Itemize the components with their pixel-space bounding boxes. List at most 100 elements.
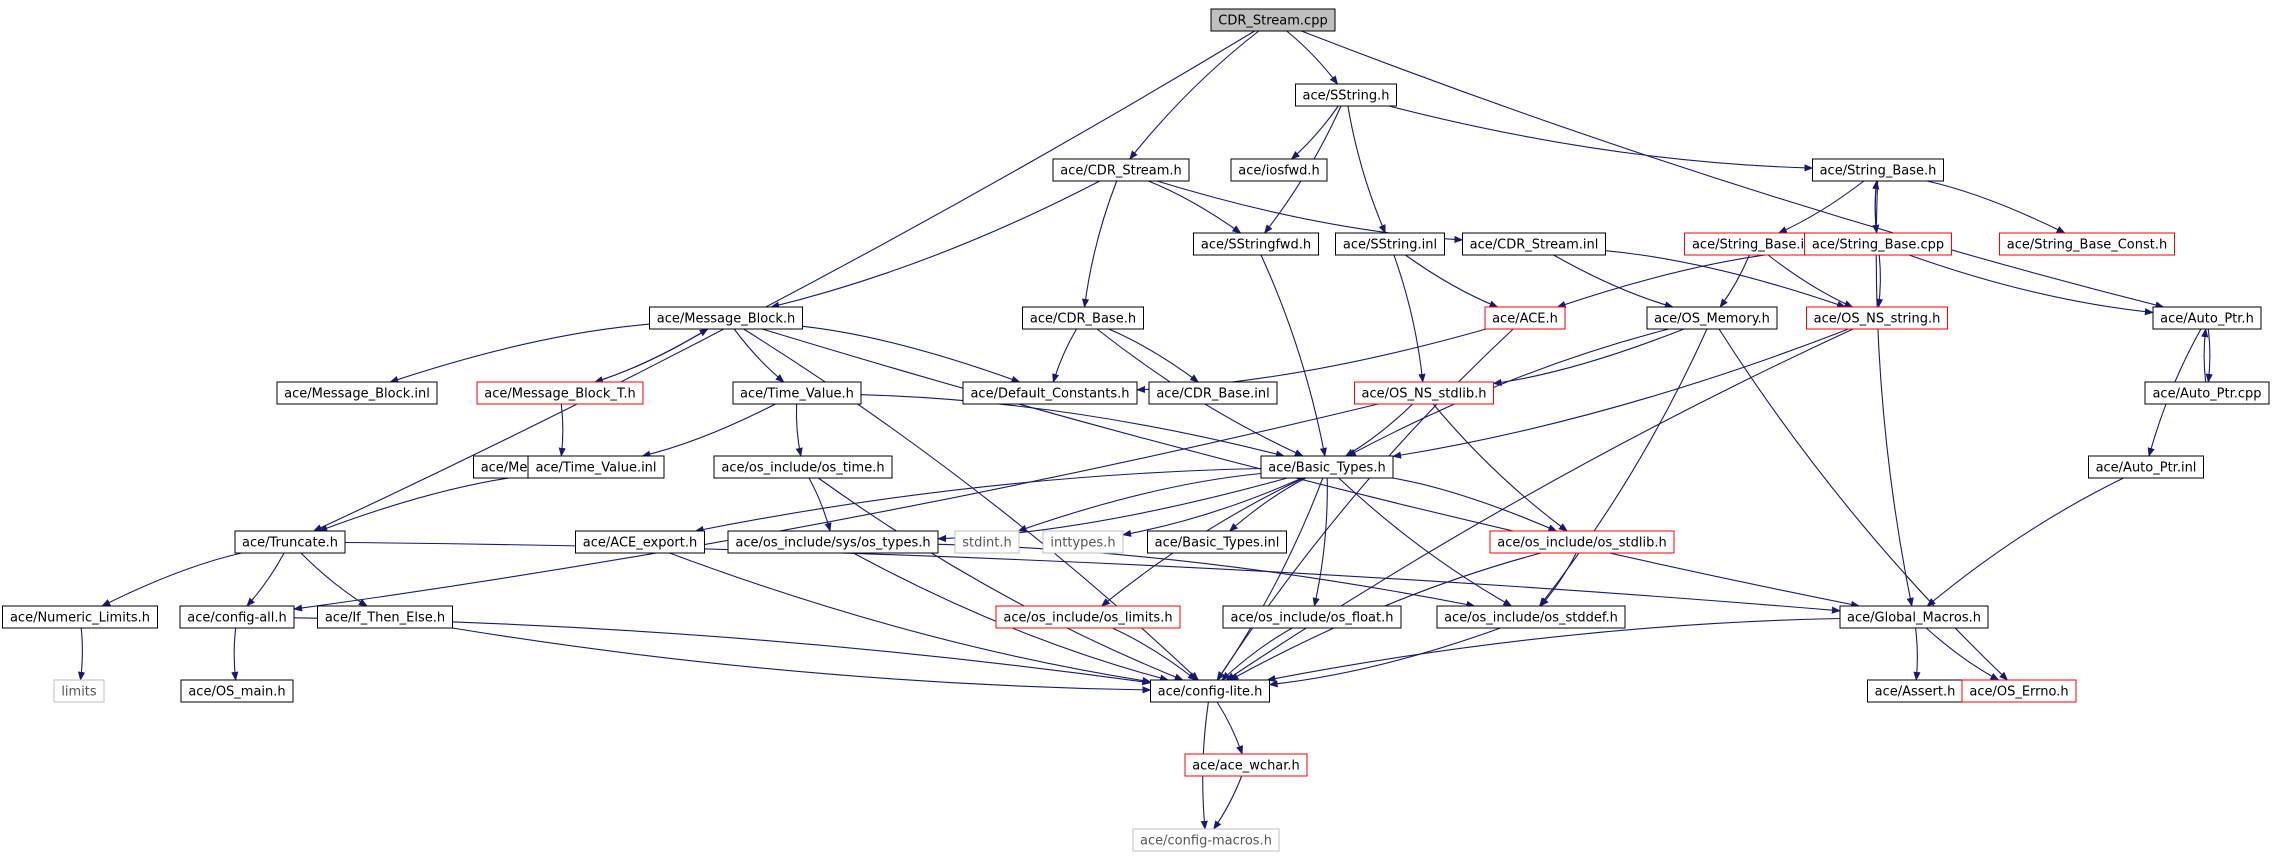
- node-sstring-inl[interactable]: ace/SString.inl: [1335, 232, 1445, 256]
- node-os-limits-h[interactable]: ace/os_include/os_limits.h: [995, 605, 1181, 629]
- node-string-base-cpp[interactable]: ace/String_Base.cpp: [1804, 232, 1952, 256]
- node-string-base-const-h[interactable]: ace/String_Base_Const.h: [1999, 232, 2175, 256]
- node-stdint-h: stdint.h: [954, 530, 1020, 554]
- node-default-constants-h[interactable]: ace/Default_Constants.h: [962, 381, 1138, 405]
- edge-sstringfwd_h-to-basic_types_h: [1260, 254, 1327, 457]
- node-label: ace/iosfwd.h: [1238, 164, 1319, 179]
- node-label: ace/SString.inl: [1343, 238, 1437, 253]
- edge-string_base_h-to-string_base_inl: [1777, 180, 1865, 234]
- edge-cdr_stream_h-to-cdr_base_h: [1081, 180, 1118, 308]
- nodes-layer: CDR_Stream.cpp ace/SString.h ace/CDR_Strea…: [2, 8, 2270, 852]
- node-cdr-stream-cpp: CDR_Stream.cpp: [1210, 8, 1336, 32]
- edge-cdr_stream_cpp-to-auto_ptr_h: [1301, 30, 2165, 309]
- edge-ace_h-to-default_constants_h: [1136, 328, 1487, 394]
- node-basic-types-inl[interactable]: ace/Basic_Types.inl: [1147, 530, 1287, 554]
- node-box: [732, 381, 862, 405]
- node-assert-h[interactable]: ace/Assert.h: [1867, 679, 1963, 703]
- node-label: ace/os_include/sys/os_types.h: [735, 536, 930, 551]
- node-label: ace/Time_Value.h: [740, 387, 854, 402]
- node-box: [1646, 306, 1778, 330]
- node-os-float-h[interactable]: ace/os_include/os_float.h: [1222, 605, 1402, 629]
- edge-ace_wchar_h-to-config_macros_h: [1213, 775, 1243, 830]
- node-os-main-h[interactable]: ace/OS_main.h: [180, 679, 294, 703]
- node-auto-ptr-cpp[interactable]: ace/Auto_Ptr.cpp: [2144, 381, 2270, 405]
- node-label: ace/Message_Block.h: [657, 312, 796, 327]
- edge-os_float_h-to-config_lite_h: [1221, 627, 1293, 681]
- node-ace-export-h[interactable]: ace/ACE_export.h: [575, 530, 705, 554]
- edge-os_limits_h-to-config_lite_h: [1112, 627, 1197, 681]
- node-label: ace/os_include/os_float.h: [1230, 611, 1393, 626]
- node-label: ace/Basic_Types.h: [1268, 461, 1385, 476]
- node-os-memory-h[interactable]: ace/OS_Memory.h: [1646, 306, 1778, 330]
- edge-string_base_cpp-to-string_base_h: [1872, 180, 1880, 234]
- node-config-all-h[interactable]: ace/config-all.h: [179, 605, 295, 629]
- node-limits: limits: [53, 679, 105, 703]
- node-label: ace/Default_Constants.h: [970, 387, 1129, 402]
- node-auto-ptr-h[interactable]: ace/Auto_Ptr.h: [2152, 306, 2262, 330]
- edge-truncate_h-to-global_macros_h: [344, 541, 1841, 614]
- node-os-ns-stdlib-h[interactable]: ace/OS_NS_stdlib.h: [1354, 381, 1494, 405]
- edge-os_memory_h-to-os_errno_h: [1718, 328, 2009, 681]
- node-string-base-inl[interactable]: ace/String_Base.inl: [1684, 232, 1824, 256]
- node-os-types-h[interactable]: ace/os_include/sys/os_types.h: [727, 530, 939, 554]
- node-label: ace/OS_Memory.h: [1654, 312, 1770, 327]
- node-label: ace/os_include/os_stddef.h: [1444, 611, 1618, 626]
- node-sstring-h[interactable]: ace/SString.h: [1295, 83, 1397, 107]
- node-os-ns-string-h[interactable]: ace/OS_NS_string.h: [1806, 306, 1948, 330]
- node-label: limits: [61, 685, 97, 700]
- edge-cdr_stream_cpp-to-truncate_h: [312, 30, 1255, 532]
- node-box: [1132, 828, 1280, 852]
- node-cdr-stream-h[interactable]: ace/CDR_Stream.h: [1052, 158, 1190, 182]
- node-numeric-limits-h[interactable]: ace/Numeric_Limits.h: [2, 605, 158, 629]
- node-box: [1436, 605, 1626, 629]
- node-message-block-t-h[interactable]: ace/Message_Block_T.h: [476, 381, 644, 405]
- node-label: ace/ACE.h: [1492, 312, 1558, 327]
- node-cdr-stream-inl[interactable]: ace/CDR_Stream.inl: [1462, 232, 1606, 256]
- edge-sstring_h-to-iosfwd_h: [1290, 105, 1339, 160]
- node-time-value-inl[interactable]: ace/Time_Value.inl: [527, 455, 665, 479]
- node-label: ace/Message_Block_T.h: [484, 387, 635, 402]
- edge-basic_types_h-to-inttypes_h: [1122, 477, 1303, 537]
- edge-os_memory_h-to-basic_types_h: [1346, 328, 1670, 457]
- node-config-lite-h[interactable]: ace/config-lite.h: [1150, 679, 1270, 703]
- edge-config_lite_h-to-ace_wchar_h: [1216, 701, 1243, 755]
- node-os-stddef-h[interactable]: ace/os_include/os_stddef.h: [1436, 605, 1626, 629]
- node-message-block-h[interactable]: ace/Message_Block.h: [649, 306, 803, 330]
- node-sstringfwd-h[interactable]: ace/SStringfwd.h: [1193, 232, 1319, 256]
- node-label: ace/Global_Macros.h: [1847, 611, 1981, 626]
- edge-time_value_inl-to-truncate_h: [318, 474, 529, 532]
- node-box: [1210, 8, 1336, 32]
- node-auto-ptr-inl[interactable]: ace/Auto_Ptr.inl: [2088, 455, 2204, 479]
- node-box: [1812, 158, 1944, 182]
- node-string-base-h[interactable]: ace/String_Base.h: [1812, 158, 1944, 182]
- node-cdr-base-h[interactable]: ace/CDR_Base.h: [1022, 306, 1144, 330]
- node-box: [276, 381, 438, 405]
- node-iosfwd-h[interactable]: ace/iosfwd.h: [1230, 158, 1328, 182]
- edge-os_stdlib_h-to-config_lite_h: [1229, 552, 1542, 681]
- node-box: [727, 530, 939, 554]
- node-box: [2088, 455, 2204, 479]
- node-if-then-else-h[interactable]: ace/If_Then_Else.h: [317, 605, 453, 629]
- node-label: ace/config-lite.h: [1158, 685, 1263, 700]
- edge-if_then_else_h-to-config_lite_h: [452, 627, 1152, 694]
- node-ace-wchar-h[interactable]: ace/ace_wchar.h: [1184, 753, 1308, 777]
- edges-layer: [77, 30, 2213, 830]
- node-cdr-base-inl[interactable]: ace/CDR_Base.inl: [1148, 381, 1278, 405]
- edge-os_memory_h-to-os_stddef_h: [1539, 328, 1708, 607]
- edge-os_ns_stdlib_h-to-config_all_h: [293, 403, 1379, 612]
- node-box: [954, 530, 1020, 554]
- node-os-time-h[interactable]: ace/os_include/os_time.h: [713, 455, 893, 479]
- node-os-errno-h[interactable]: ace/OS_Errno.h: [1961, 679, 2077, 703]
- node-truncate-h[interactable]: ace/Truncate.h: [234, 530, 346, 554]
- node-basic-types-h[interactable]: ace/Basic_Types.h: [1260, 455, 1394, 479]
- node-box: [1184, 753, 1308, 777]
- edge-cdr_stream_h-to-message_block_h: [770, 180, 1101, 309]
- node-message-block-inl[interactable]: ace/Message_Block.inl: [276, 381, 438, 405]
- node-time-value-h[interactable]: ace/Time_Value.h: [732, 381, 862, 405]
- node-ace-h[interactable]: ace/ACE.h: [1484, 306, 1566, 330]
- node-global-macros-h[interactable]: ace/Global_Macros.h: [1839, 605, 1989, 629]
- node-label: ace/os_include/os_limits.h: [1003, 611, 1172, 626]
- node-box: [1260, 455, 1394, 479]
- node-os-stdlib-h[interactable]: ace/os_include/os_stdlib.h: [1489, 530, 1675, 554]
